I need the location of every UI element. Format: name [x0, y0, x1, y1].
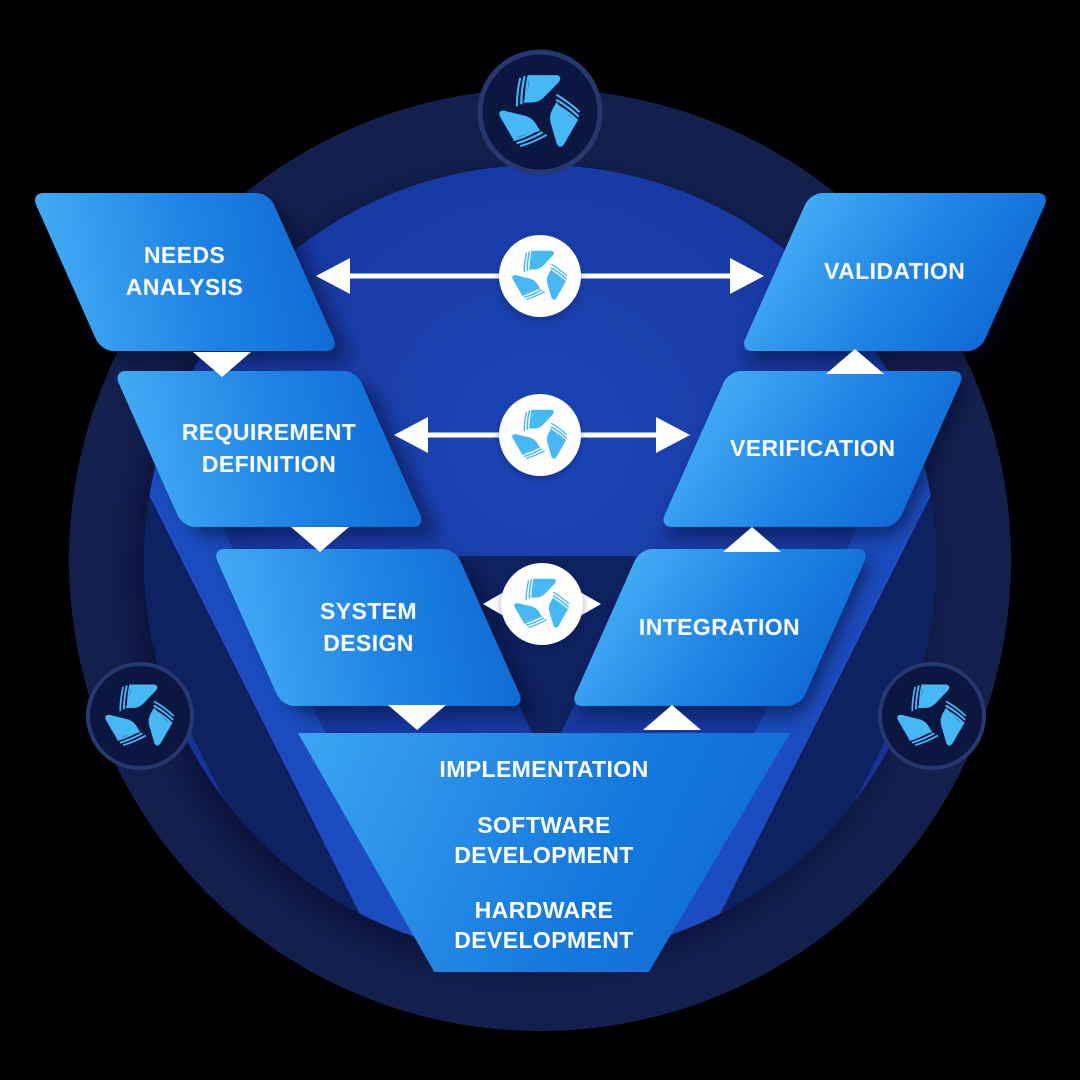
block-needs-analysis-label: NEEDS ANALYSIS — [126, 242, 244, 300]
implementation-label: IMPLEMENTATION — [439, 755, 649, 782]
hardware-development-label: HARDWARE DEVELOPMENT — [454, 897, 634, 954]
block-system-design-label: SYSTEM DESIGN — [320, 597, 417, 656]
dark-wedge-right — [692, 195, 936, 957]
block-requirement-definition-label: REQUIREMENT DEFINITION — [182, 419, 357, 477]
block-validation-label: VALIDATION — [824, 258, 966, 285]
block-integration-label: INTEGRATION — [639, 613, 801, 640]
block-verification-label: VERIFICATION — [729, 435, 896, 462]
software-development-label: SOFTWARE DEVELOPMENT — [454, 811, 634, 868]
dark-wedge-left — [144, 195, 388, 957]
